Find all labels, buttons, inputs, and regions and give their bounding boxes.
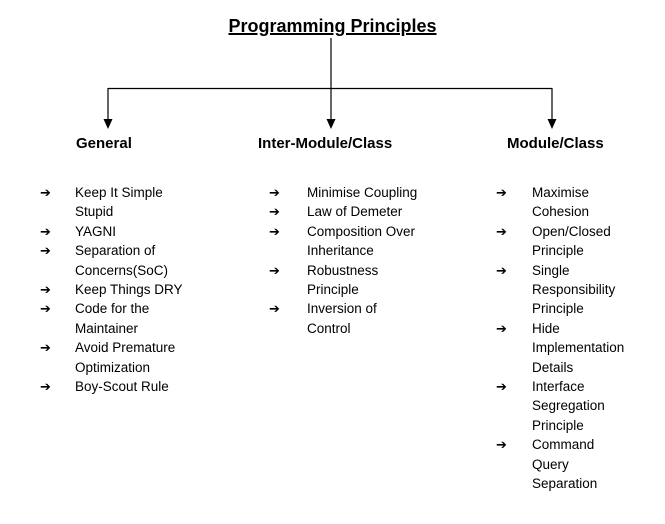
arrow-bullet-icon: ➔ <box>269 185 280 200</box>
arrow-bullet-icon: ➔ <box>40 301 51 317</box>
column-heading-general: General <box>76 135 132 152</box>
list-item: ➔ Composition Over Inheritance <box>269 222 429 261</box>
arrow-bullet-icon: ➔ <box>269 301 280 317</box>
list-item: ➔ Interface Segregation Principle <box>496 377 638 435</box>
list-item: ➔ Avoid Premature Optimization <box>40 338 208 377</box>
arrow-bullet-icon: ➔ <box>269 262 280 278</box>
list-item: ➔ Single Responsibility Principle <box>496 261 638 319</box>
principle-label: Law of Demeter <box>307 204 403 220</box>
list-item: ➔ Separation of Concerns(SoC) <box>40 241 208 280</box>
arrow-bullet-icon: ➔ <box>496 262 507 278</box>
principle-label: Avoid Premature Optimization <box>75 340 176 375</box>
arrow-bullet-icon: ➔ <box>40 223 51 239</box>
arrow-bullet-icon: ➔ <box>40 282 51 298</box>
list-item: ➔ Law of Demeter <box>269 202 429 221</box>
arrow-bullet-icon: ➔ <box>496 437 507 453</box>
arrow-bullet-icon: ➔ <box>40 243 51 259</box>
list-item: ➔ Maximise Cohesion <box>496 183 638 222</box>
list-item: ➔ Inversion of Control <box>269 299 429 338</box>
principle-label: Hide Implementation Details <box>532 320 625 375</box>
list-item: ➔ Open/Closed Principle <box>496 222 638 261</box>
principle-label: Keep Things DRY <box>75 282 183 298</box>
list-inter-module-class: ➔ Minimise Coupling ➔ Law of Demeter ➔ C… <box>269 183 429 338</box>
arrow-bullet-icon: ➔ <box>40 340 51 356</box>
list-item: ➔ Keep Things DRY <box>40 280 208 299</box>
list-item: ➔ Code for the Maintainer <box>40 299 208 338</box>
arrowhead-center-icon <box>326 119 336 129</box>
list-item: ➔ Hide Implementation Details <box>496 319 638 377</box>
principle-label: Composition Over Inheritance <box>307 223 416 259</box>
list-item: ➔ Keep It Simple Stupid <box>40 183 208 222</box>
diagram-title: Programming Principles <box>228 16 437 36</box>
principle-label: Interface Segregation Principle <box>532 379 605 433</box>
column-heading-inter-module-class: Inter-Module/Class <box>258 135 393 152</box>
column-heading-module-class: Module/Class <box>507 135 604 152</box>
arrowhead-left-icon <box>103 119 113 129</box>
list-item: ➔ Boy-Scout Rule <box>40 377 208 396</box>
principle-label: Open/Closed Principle <box>532 223 611 259</box>
principle-label: Code for the Maintainer <box>75 301 150 336</box>
principle-label: Single Responsibility Principle <box>532 262 616 317</box>
principle-label: Separation of Concerns(SoC) <box>75 243 169 278</box>
list-item: ➔ Robustness Principle <box>269 261 429 300</box>
principle-label: Robustness Principle <box>307 262 379 298</box>
principle-label: Boy-Scout Rule <box>75 379 169 395</box>
arrow-bullet-icon: ➔ <box>496 320 507 336</box>
arrow-bullet-icon: ➔ <box>269 204 280 220</box>
list-item: ➔ Minimise Coupling <box>269 183 429 202</box>
list-general: ➔ Keep It Simple Stupid ➔ YAGNI ➔ Separa… <box>40 183 208 396</box>
arrow-bullet-icon: ➔ <box>40 379 51 395</box>
list-item: ➔ Command Query Separation <box>496 435 638 493</box>
principle-label: Minimise Coupling <box>307 185 418 200</box>
arrow-bullet-icon: ➔ <box>496 379 507 395</box>
list-item: ➔ YAGNI <box>40 222 208 241</box>
arrow-bullet-icon: ➔ <box>269 223 280 239</box>
list-module-class: ➔ Maximise Cohesion ➔ Open/Closed Princi… <box>496 183 638 494</box>
arrow-bullet-icon: ➔ <box>40 185 51 200</box>
principle-label: Command Query Separation <box>532 437 598 492</box>
principle-label: YAGNI <box>75 223 117 239</box>
arrow-bullet-icon: ➔ <box>496 223 507 239</box>
principle-label: Inversion of Control <box>307 301 377 336</box>
principle-label: Maximise Cohesion <box>532 185 590 220</box>
arrowhead-right-icon <box>547 119 557 129</box>
principle-label: Keep It Simple Stupid <box>75 185 163 220</box>
arrow-bullet-icon: ➔ <box>496 185 507 200</box>
